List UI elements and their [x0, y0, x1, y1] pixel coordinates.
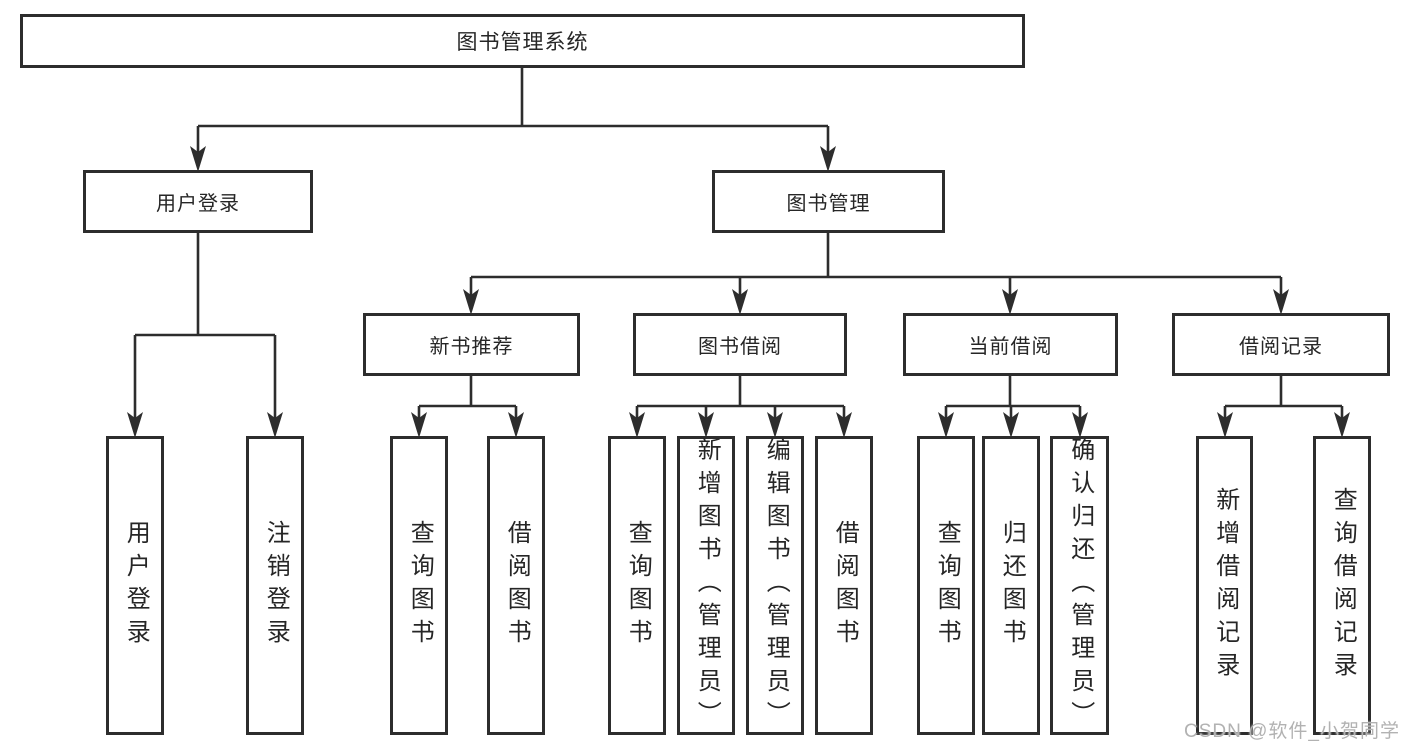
leaf-borrow-books-label: 借阅图书: [831, 519, 859, 652]
arrowhead: [127, 412, 143, 438]
leaf-borrow-books: 借阅图书: [815, 436, 873, 735]
node-root: 图书管理系统: [20, 14, 1025, 68]
node-current-borrowing-label: 当前借阅: [968, 336, 1053, 358]
leaf-query-books-current-label: 查询图书: [933, 519, 961, 652]
leaf-add-borrow-record-label: 新增借阅记录: [1211, 486, 1239, 685]
node-user-login-branch-label: 用户登录: [156, 193, 240, 215]
connector-bookborrow-to-leaves: [635, 376, 846, 420]
leaf-query-books-borrow: 查询图书: [608, 436, 666, 735]
leaf-query-borrow-record-label: 查询借阅记录: [1329, 486, 1357, 685]
leaf-add-borrow-record: 新增借阅记录: [1196, 436, 1253, 735]
leaf-query-books-recommend: 查询图书: [390, 436, 448, 735]
csdn-watermark: CSDN @软件_小贺同学: [1184, 721, 1400, 742]
connector-bookmgmt-to-level3: [469, 233, 1283, 297]
arrowhead: [1003, 412, 1019, 438]
arrowhead: [698, 412, 714, 438]
arrowhead: [267, 412, 283, 438]
arrowhead: [732, 289, 748, 315]
arrowhead: [508, 412, 524, 438]
leaf-query-books-recommend-label: 查询图书: [406, 519, 434, 652]
arrowhead: [1273, 289, 1289, 315]
arrowheads: [127, 146, 1350, 438]
leaf-logout-label: 注销登录: [262, 519, 290, 652]
node-book-management: 图书管理: [712, 170, 945, 233]
leaf-add-books-admin-label: 新增图书（管理员）: [693, 437, 721, 734]
connector-currentborrow-to-leaves: [944, 376, 1082, 420]
arrowhead: [767, 412, 783, 438]
arrowhead: [836, 412, 852, 438]
connector-records-to-leaves: [1223, 376, 1344, 420]
arrowhead: [1334, 412, 1350, 438]
connector-root-to-level2: [196, 68, 830, 154]
leaf-return-books: 归还图书: [982, 436, 1040, 735]
node-book-borrowing-label: 图书借阅: [698, 336, 782, 358]
leaf-return-books-label: 归还图书: [998, 519, 1026, 652]
arrowhead: [411, 412, 427, 438]
arrowhead: [1002, 289, 1018, 315]
arrowhead: [629, 412, 645, 438]
arrowhead: [1217, 412, 1233, 438]
arrowhead: [1072, 412, 1088, 438]
node-book-management-label: 图书管理: [786, 193, 871, 215]
node-new-book-recommend: 新书推荐: [363, 313, 580, 376]
leaf-user-login-label: 用户登录: [122, 519, 150, 652]
leaf-query-books-current: 查询图书: [917, 436, 975, 735]
leaf-query-borrow-record: 查询借阅记录: [1313, 436, 1371, 735]
arrowhead: [938, 412, 954, 438]
leaf-confirm-return-admin-label: 确认归还（管理员）: [1066, 437, 1094, 734]
leaf-edit-books-admin-label: 编辑图书（管理员）: [762, 437, 790, 734]
leaf-add-books-admin: 新增图书（管理员）: [677, 436, 735, 735]
leaf-user-login: 用户登录: [106, 436, 164, 735]
node-root-label: 图书管理系统: [456, 31, 589, 54]
node-borrowing-records-label: 借阅记录: [1239, 336, 1323, 358]
arrowhead: [820, 146, 836, 172]
leaf-borrow-books-recommend-label: 借阅图书: [503, 519, 531, 652]
connector-userlogin-to-leaves: [133, 233, 277, 420]
node-current-borrowing: 当前借阅: [903, 313, 1118, 376]
arrowhead: [463, 289, 479, 315]
leaf-confirm-return-admin: 确认归还（管理员）: [1050, 436, 1109, 735]
leaf-logout: 注销登录: [246, 436, 304, 735]
node-book-borrowing: 图书借阅: [633, 313, 847, 376]
connector-newbooks-to-leaves: [417, 376, 518, 420]
node-borrowing-records: 借阅记录: [1172, 313, 1390, 376]
leaf-borrow-books-recommend: 借阅图书: [487, 436, 545, 735]
arrowhead: [190, 146, 206, 172]
node-user-login-branch: 用户登录: [83, 170, 313, 233]
node-new-book-recommend-label: 新书推荐: [429, 336, 514, 358]
leaf-query-books-borrow-label: 查询图书: [624, 519, 652, 652]
leaf-edit-books-admin: 编辑图书（管理员）: [746, 436, 804, 735]
